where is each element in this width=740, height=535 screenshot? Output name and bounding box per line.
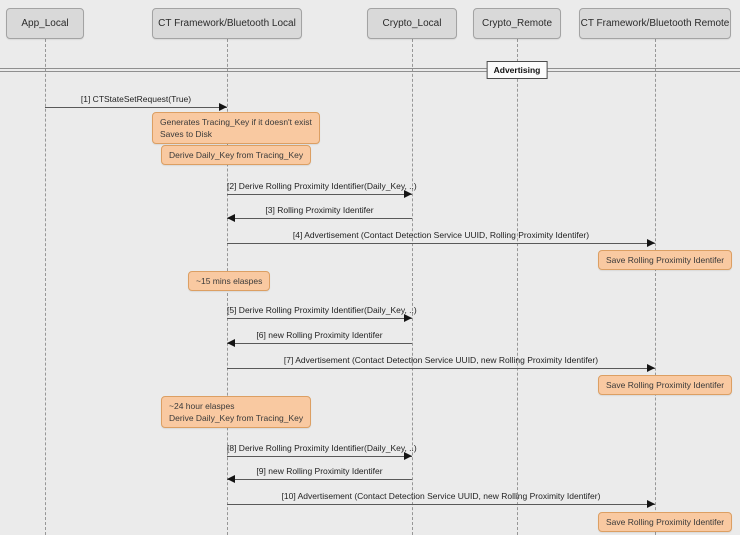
- message-5-line: [227, 318, 412, 319]
- message-9-arrowhead-icon: [227, 475, 235, 483]
- actor-crypto-local: Crypto_Local: [367, 8, 457, 39]
- message-5-arrowhead-icon: [404, 314, 412, 322]
- note-24-hour-elapses-line: ~24 hour elaspes: [169, 401, 235, 411]
- actor-crypto-remote: Crypto_Remote: [473, 8, 561, 39]
- message-9-label: [9] new Rolling Proximity Identifer: [256, 466, 383, 476]
- message-2-line: [227, 194, 412, 195]
- note-save-rpi-1-line: Save Rolling Proximity Identifer: [606, 255, 725, 265]
- note-save-rpi-3: Save Rolling Proximity Identifer: [598, 512, 733, 532]
- message-1-line: [45, 107, 227, 108]
- note-24-hour-elapses-line: Derive Daily_Key from Tracing_Key: [169, 413, 304, 423]
- message-1-arrowhead-icon: [219, 103, 227, 111]
- actor-app-local: App_Local: [6, 8, 84, 39]
- message-8-label: [8] Derive Rolling Proximity Identifier(…: [227, 443, 417, 453]
- note-save-rpi-1: Save Rolling Proximity Identifer: [598, 250, 733, 270]
- lifeline-ct-framework-bluetooth-remote: [655, 39, 656, 535]
- note-15-mins-elapses: ~15 mins elaspes: [188, 271, 271, 291]
- actor-ct-framework-bluetooth-remote: CT Framework/Bluetooth Remote: [579, 8, 731, 39]
- message-9-line: [227, 479, 412, 480]
- message-10-line: [227, 504, 655, 505]
- actor-ct-framework-bluetooth-local: CT Framework/Bluetooth Local: [152, 8, 302, 39]
- phase-divider-line: [0, 68, 740, 72]
- message-4-arrowhead-icon: [647, 239, 655, 247]
- note-save-rpi-3-line: Save Rolling Proximity Identifer: [606, 517, 725, 527]
- message-10-label: [10] Advertisement (Contact Detection Se…: [281, 491, 601, 501]
- message-4-label: [4] Advertisement (Contact Detection Ser…: [292, 230, 590, 240]
- message-10-arrowhead-icon: [647, 500, 655, 508]
- message-7-label: [7] Advertisement (Contact Detection Ser…: [283, 355, 599, 365]
- phase-divider-label: Advertising: [486, 61, 548, 79]
- lifeline-crypto-remote: [517, 39, 518, 535]
- note-generates-tracing-key-line: Saves to Disk: [160, 129, 212, 139]
- note-derive-daily-key-line: Derive Daily_Key from Tracing_Key: [169, 150, 304, 160]
- message-1-label: [1] CTStateSetRequest(True): [80, 94, 192, 104]
- message-6-arrowhead-icon: [227, 339, 235, 347]
- lifeline-crypto-local: [412, 39, 413, 535]
- note-save-rpi-2: Save Rolling Proximity Identifer: [598, 375, 733, 395]
- note-15-mins-elapses-line: ~15 mins elaspes: [196, 276, 263, 286]
- message-6-line: [227, 343, 412, 344]
- message-7-arrowhead-icon: [647, 364, 655, 372]
- message-3-arrowhead-icon: [227, 214, 235, 222]
- message-3-line: [227, 218, 412, 219]
- message-8-line: [227, 456, 412, 457]
- note-save-rpi-2-line: Save Rolling Proximity Identifer: [606, 380, 725, 390]
- message-2-label: [2] Derive Rolling Proximity Identifier(…: [227, 181, 417, 191]
- lifeline-app-local: [45, 39, 46, 535]
- message-2-arrowhead-icon: [404, 190, 412, 198]
- note-derive-daily-key: Derive Daily_Key from Tracing_Key: [161, 145, 312, 165]
- message-5-label: [5] Derive Rolling Proximity Identifier(…: [227, 305, 417, 315]
- message-3-label: [3] Rolling Proximity Identifer: [265, 205, 374, 215]
- note-generates-tracing-key: Generates Tracing_Key if it doesn't exis…: [152, 112, 320, 144]
- message-7-line: [227, 368, 655, 369]
- message-8-arrowhead-icon: [404, 452, 412, 460]
- message-4-line: [227, 243, 655, 244]
- note-generates-tracing-key-line: Generates Tracing_Key if it doesn't exis…: [160, 117, 312, 127]
- message-6-label: [6] new Rolling Proximity Identifer: [256, 330, 383, 340]
